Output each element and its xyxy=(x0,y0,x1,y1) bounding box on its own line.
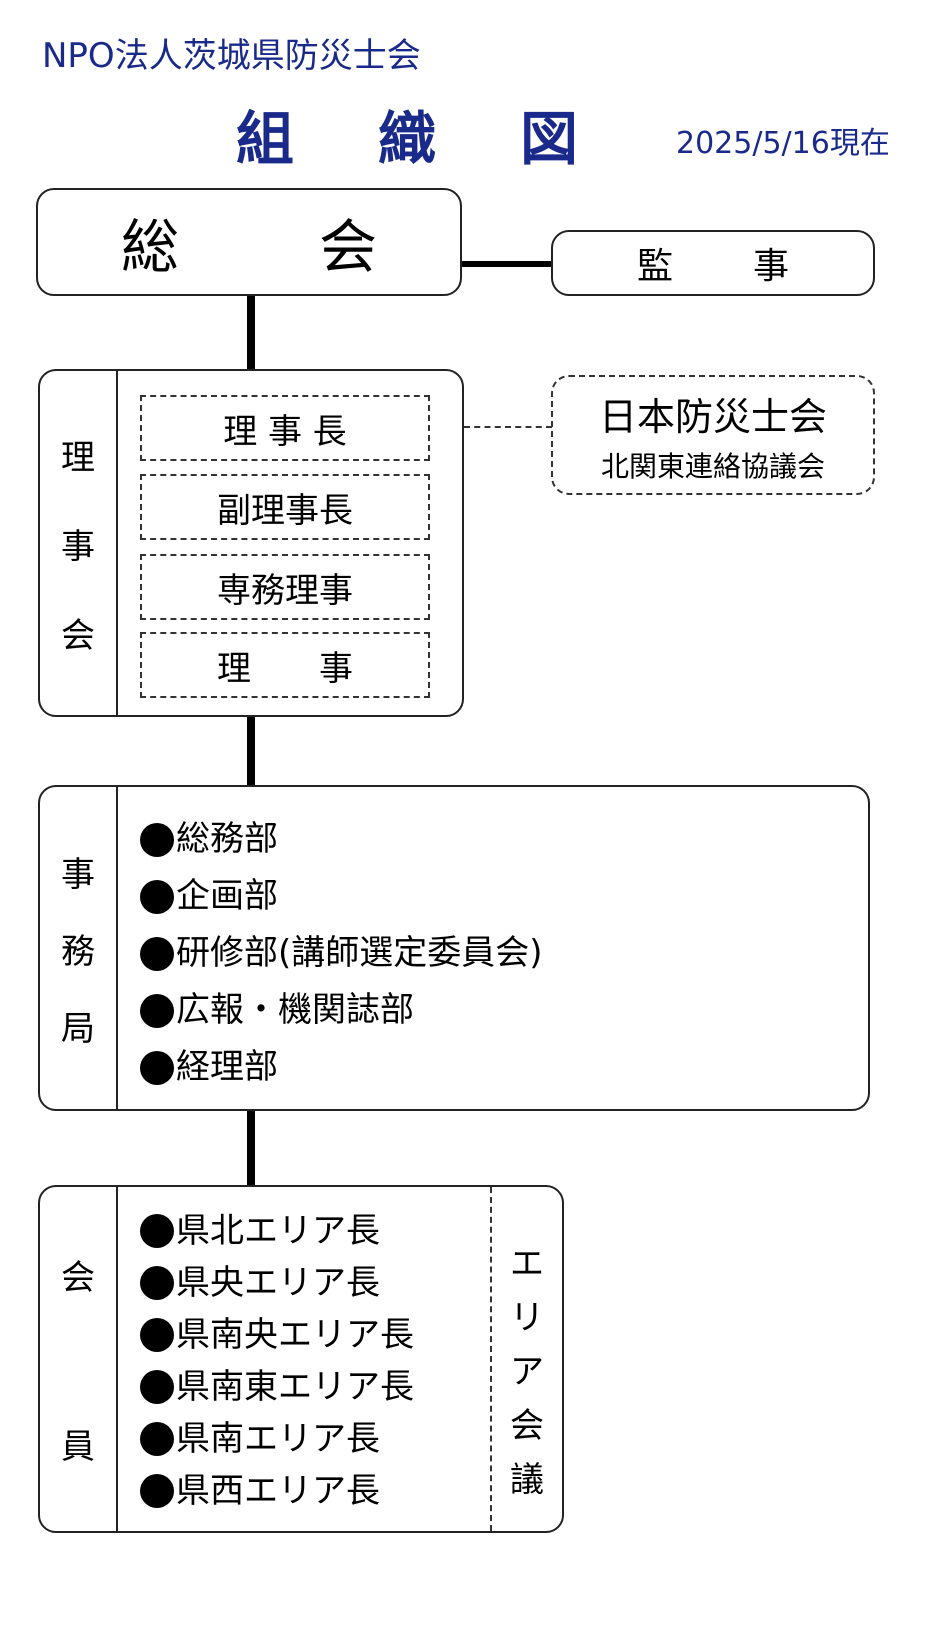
area-council-char: リ xyxy=(510,1298,544,1338)
organization-name: NPO法人茨城県防災士会 xyxy=(42,36,421,76)
area-head-item: 県北エリア長 xyxy=(140,1205,414,1257)
title-char-1: 組 xyxy=(236,105,295,173)
bullet-icon xyxy=(140,1422,174,1456)
area-head-item: 県南央エリア長 xyxy=(140,1309,414,1361)
area-council-char: 会 xyxy=(510,1406,544,1446)
area-council-char: エ xyxy=(510,1244,544,1284)
bullet-icon xyxy=(140,1214,174,1248)
bullet-icon xyxy=(140,879,174,914)
members-label-char: 会 xyxy=(61,1258,95,1298)
area-head-label: 県南央エリア長 xyxy=(176,1315,414,1355)
area-head-item: 県央エリア長 xyxy=(140,1257,414,1309)
department-label: 経理部 xyxy=(176,1047,278,1087)
department-item: 総務部 xyxy=(140,811,543,868)
department-list: 総務部 企画部 研修部(講師選定委員会) 広報・機関誌部 経理部 xyxy=(140,811,543,1096)
connector-board-external xyxy=(464,426,552,428)
role-director: 理 事 xyxy=(140,632,430,698)
bullet-icon xyxy=(140,993,174,1028)
connector-assembly-board xyxy=(247,296,255,370)
connector-secretariat-members xyxy=(247,1111,255,1186)
connector-board-secretariat xyxy=(247,717,255,785)
area-council-label: エ リ ア 会 議 xyxy=(492,1237,562,1507)
board-label-char: 事 xyxy=(61,526,95,567)
department-label: 総務部 xyxy=(176,819,278,859)
general-assembly-char-1: 総 xyxy=(120,213,179,281)
area-head-label: 県央エリア長 xyxy=(176,1263,380,1303)
external-organization-box: 日本防災士会 北関東連絡協議会 xyxy=(551,375,875,495)
area-council-char: 議 xyxy=(510,1460,544,1500)
board-side-label: 理 事 会 xyxy=(40,371,118,715)
department-item: 研修部(講師選定委員会) xyxy=(140,925,543,982)
bullet-icon xyxy=(140,1370,174,1404)
department-label: 企画部 xyxy=(176,876,278,916)
area-head-label: 県南エリア長 xyxy=(176,1419,380,1459)
role-vice-chairman: 副理事長 xyxy=(140,474,430,540)
auditor-char-2: 事 xyxy=(753,246,790,287)
area-council-char: ア xyxy=(510,1352,544,1392)
board-box: 理 事 会 理 事 長 副理事長 専務理事 理 事 xyxy=(38,369,464,717)
department-label: 広報・機関誌部 xyxy=(176,990,414,1030)
area-head-item: 県南東エリア長 xyxy=(140,1361,414,1413)
title-char-2: 織 xyxy=(378,105,437,173)
role-executive-director: 専務理事 xyxy=(140,554,430,620)
general-assembly-box: 総 会 xyxy=(36,188,462,296)
bullet-icon xyxy=(140,822,174,857)
auditor-char-1: 監 xyxy=(636,246,673,287)
general-assembly-char-2: 会 xyxy=(319,213,378,281)
auditor-box: 監 事 xyxy=(551,230,875,296)
area-head-item: 県西エリア長 xyxy=(140,1465,414,1517)
title-char-3: 図 xyxy=(520,105,579,173)
members-label-char: 員 xyxy=(61,1427,95,1467)
board-label-char: 会 xyxy=(61,615,95,656)
external-org-council: 北関東連絡協議会 xyxy=(600,449,825,483)
as-of-date: 2025/5/16現在 xyxy=(676,126,890,161)
bullet-icon xyxy=(140,1318,174,1352)
bullet-icon xyxy=(140,1266,174,1300)
secretariat-label-char: 務 xyxy=(61,931,95,972)
bullet-icon xyxy=(140,1474,174,1508)
secretariat-label-char: 局 xyxy=(61,1008,95,1049)
secretariat-side-label: 事 務 局 xyxy=(40,787,118,1109)
board-label-char: 理 xyxy=(61,437,95,478)
members-box: 会 員 県北エリア長 県央エリア長 県南央エリア長 県南東エリア長 県南エリア長… xyxy=(38,1185,564,1533)
secretariat-box: 事 務 局 総務部 企画部 研修部(講師選定委員会) 広報・機関誌部 経理部 xyxy=(38,785,870,1111)
area-head-label: 県南東エリア長 xyxy=(176,1367,414,1407)
connector-assembly-auditor xyxy=(462,261,552,267)
members-side-label: 会 員 xyxy=(40,1187,118,1531)
department-label: 研修部(講師選定委員会) xyxy=(176,933,543,973)
area-council-divider xyxy=(490,1187,492,1531)
area-head-label: 県西エリア長 xyxy=(176,1471,380,1511)
external-org-name: 日本防災士会 xyxy=(598,394,827,439)
area-head-item: 県南エリア長 xyxy=(140,1413,414,1465)
role-chairman: 理 事 長 xyxy=(140,395,430,461)
area-head-list: 県北エリア長 県央エリア長 県南央エリア長 県南東エリア長 県南エリア長 県西エ… xyxy=(140,1205,414,1517)
department-item: 経理部 xyxy=(140,1039,543,1096)
department-item: 企画部 xyxy=(140,868,543,925)
secretariat-label-char: 事 xyxy=(61,854,95,895)
bullet-icon xyxy=(140,1050,174,1085)
bullet-icon xyxy=(140,936,174,971)
area-head-label: 県北エリア長 xyxy=(176,1211,380,1251)
department-item: 広報・機関誌部 xyxy=(140,982,543,1039)
